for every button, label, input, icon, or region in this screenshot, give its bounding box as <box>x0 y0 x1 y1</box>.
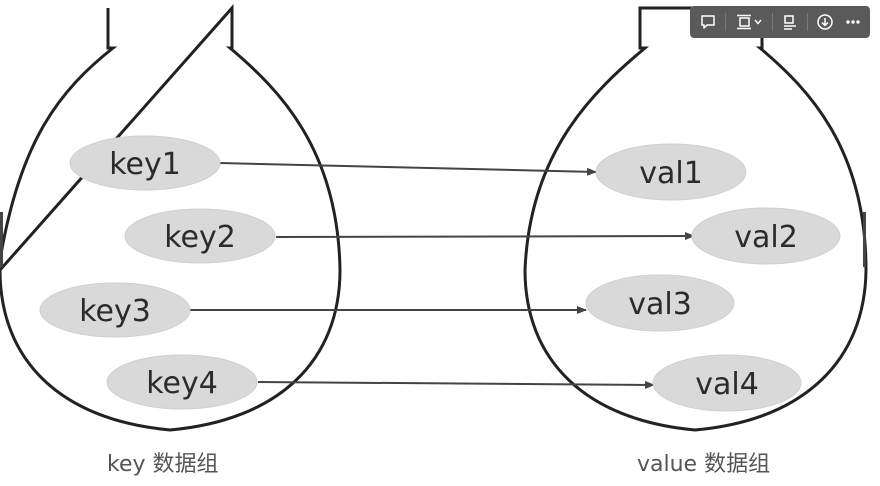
value-node: val1 <box>595 143 747 201</box>
toolbar-divider <box>725 13 726 31</box>
value-node: val4 <box>652 354 802 412</box>
layout-icon <box>784 15 796 30</box>
arrow-key1-val1 <box>219 162 597 176</box>
key-group-container <box>0 4 342 432</box>
value-node-label: val4 <box>695 367 759 402</box>
comment-button[interactable] <box>694 9 722 35</box>
download-button[interactable] <box>811 9 839 35</box>
toolbar-divider <box>807 13 808 31</box>
layout-button[interactable] <box>776 9 804 35</box>
align-dropdown-button[interactable] <box>729 9 769 35</box>
key-node: key3 <box>39 282 191 338</box>
download-icon <box>817 14 833 30</box>
value-node-label: val3 <box>628 287 692 322</box>
arrow-key4-val4 <box>257 380 655 389</box>
value-node-label: val1 <box>639 156 703 191</box>
key-node-label: key2 <box>164 220 236 255</box>
more-button[interactable] <box>839 9 867 35</box>
image-toolbar <box>690 6 870 38</box>
key-node-label: key1 <box>109 147 181 182</box>
left-scroll-indicator[interactable] <box>0 212 3 267</box>
align-icon <box>737 14 751 30</box>
toolbar-divider <box>772 13 773 31</box>
key-node-label: key4 <box>146 366 218 401</box>
value-node-label: val2 <box>734 220 798 255</box>
arrow-key2-val2 <box>275 232 695 241</box>
value-group-caption: value 数据组 <box>637 452 771 477</box>
right-scroll-indicator[interactable] <box>863 212 866 267</box>
value-group-container <box>523 6 868 432</box>
chevron-down-icon <box>754 19 762 25</box>
key-group-caption: key 数据组 <box>107 452 219 477</box>
value-node: val3 <box>585 274 735 332</box>
key-node-label: key3 <box>79 294 151 329</box>
comment-icon <box>701 15 715 29</box>
key-node: key1 <box>69 135 221 191</box>
key-node: key4 <box>106 354 258 410</box>
more-icon <box>846 20 860 24</box>
value-node: val2 <box>691 207 841 265</box>
key-node: key2 <box>124 208 276 264</box>
